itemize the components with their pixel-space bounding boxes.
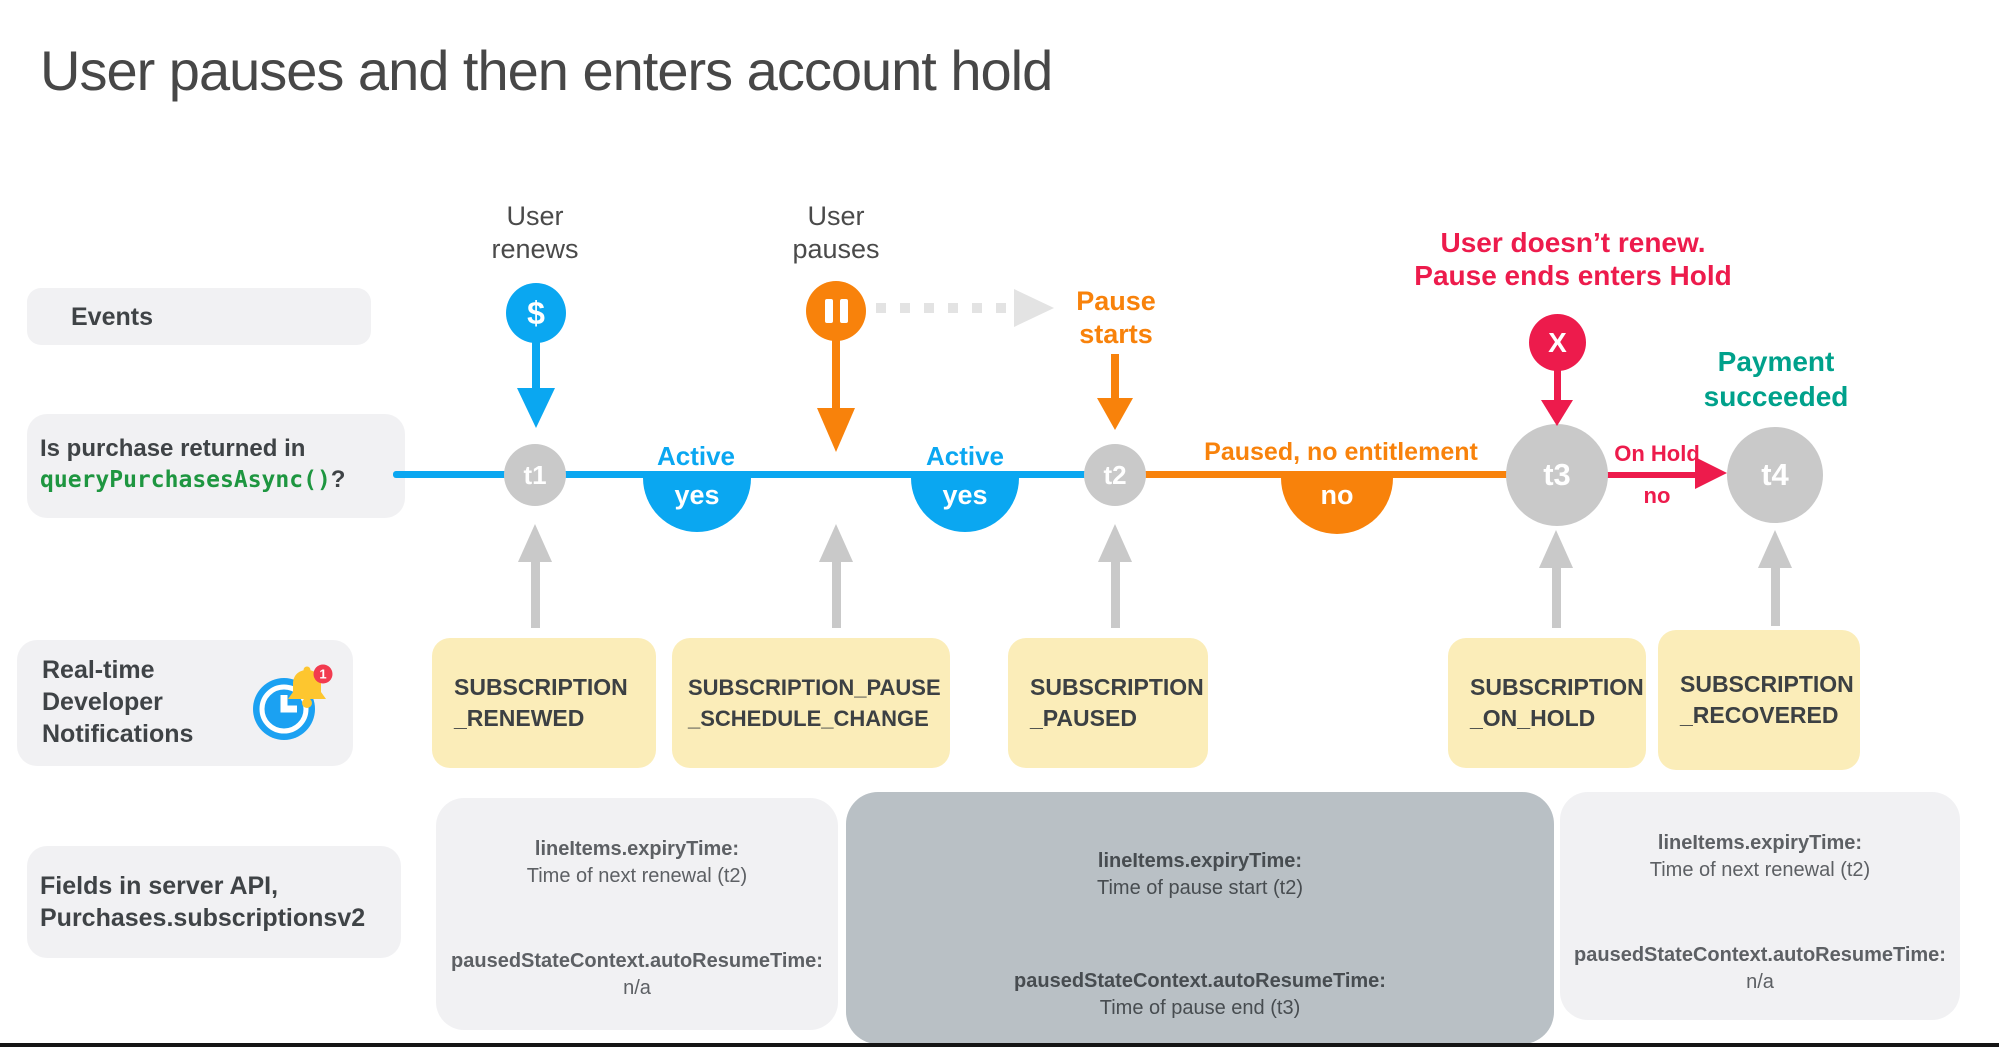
user-renews-caption: User renews: [491, 201, 579, 264]
rtdn-box-on-hold-label: SUBSCRIPTION _ON_HOLD: [1470, 674, 1644, 731]
pause-arrowhead-icon: [817, 408, 855, 452]
api-field-name: pausedStateContext.autoResumeTime:: [1014, 970, 1386, 992]
segment-state-active-2: Active: [925, 441, 1005, 471]
rtdn-box-pause-schedule-change: SUBSCRIPTION_PAUSE _SCHEDULE_CHANGE: [672, 638, 950, 768]
notification-badge: [313, 664, 333, 684]
timeline-node-t1: t1: [504, 444, 566, 506]
dollar-icon: $: [506, 283, 566, 343]
rtdn-arrowhead-2: [819, 524, 853, 562]
pause-starts-arrow-shaft: [1111, 354, 1119, 398]
api-field-name: pausedStateContext.autoResumeTime:: [1574, 944, 1946, 966]
pause-deferral-dotted-line: [876, 303, 1012, 313]
clock-hands: [280, 695, 297, 713]
api-field-name: pausedStateContext.autoResumeTime:: [451, 950, 823, 972]
events-row-label: Events: [27, 288, 371, 345]
api-field-value: Time of pause start (t2): [1097, 877, 1303, 899]
timeline-paused-segment: [1115, 471, 1558, 478]
timeline-node-t3-label: t3: [1543, 457, 1571, 492]
segment-returned-onhold-no: no: [1643, 483, 1671, 508]
no-renew-caption: User doesn’t renew. Pause ends enters Ho…: [1414, 227, 1732, 291]
x-glyph: X: [1548, 326, 1567, 358]
api-box-recovered: lineItems.expiryTime: Time of next renew…: [1560, 792, 1960, 1020]
api-field-name: lineItems.expiryTime:: [534, 838, 740, 860]
pause-icon: [806, 281, 866, 341]
x-cancel-icon: X: [1529, 314, 1586, 371]
segment-state-active-1: Active: [656, 441, 736, 471]
query-purchases-async-code: queryPurchasesAsync(): [40, 467, 331, 493]
fields-row-label-text: Fields in server API, Purchases.subscrip…: [40, 872, 366, 932]
api-field-value: n/a: [623, 977, 651, 999]
rtdn-arrowhead-3: [1098, 524, 1132, 562]
notification-badge-count: 1: [319, 667, 326, 682]
segment-returned-yes-2-text: yes: [942, 480, 988, 510]
rtdn-box-renewed-label: SUBSCRIPTION _RENEWED: [454, 674, 628, 731]
clock-ring: [259, 684, 309, 734]
api-box-paused: lineItems.expiryTime: Time of pause star…: [846, 792, 1554, 1044]
bell-clapper: [302, 698, 312, 708]
rtdn-box-recovered-label: SUBSCRIPTION _RECOVERED: [1680, 671, 1854, 728]
pause-starts-caption: Pause starts: [1076, 286, 1156, 349]
bottom-border-line: [0, 1043, 1999, 1047]
payment-succeeded-caption: Payment succeeded: [1703, 346, 1849, 412]
pause-deferral-arrowhead-icon: [1014, 289, 1054, 327]
rtdn-arrowhead-4: [1539, 530, 1573, 568]
purchase-question-suffix: ?: [330, 466, 346, 493]
segment-returned-yes-2: yes: [911, 478, 1019, 532]
api-field-value: Time of pause end (t3): [1099, 997, 1301, 1019]
segment-state-paused: Paused, no entitlement: [1204, 438, 1478, 466]
rtdn-box-renewed: SUBSCRIPTION _RENEWED: [432, 638, 656, 768]
timeline-node-t2-label: t2: [1103, 459, 1127, 490]
hold-arrowhead-icon: [1695, 457, 1727, 489]
timeline-node-t4: t4: [1727, 427, 1823, 523]
segment-state-onhold: On Hold: [1614, 441, 1700, 466]
pause-arrow-shaft: [832, 339, 840, 408]
rtdn-arrow-shaft-3: [1111, 560, 1120, 628]
events-row-label-text: Events: [71, 303, 153, 331]
no-renew-arrowhead-icon: [1541, 400, 1573, 426]
user-pauses-caption: User pauses: [792, 201, 880, 264]
rtdn-row-label: Real-time Developer Notifications 1: [17, 640, 353, 766]
rtdn-box-pause-schedule-change-label: SUBSCRIPTION_PAUSE _SCHEDULE_CHANGE: [688, 675, 941, 731]
fields-row-label: Fields in server API, Purchases.subscrip…: [27, 846, 401, 958]
api-field-value: Time of next renewal (t2): [526, 865, 748, 887]
segment-returned-no-text: no: [1320, 480, 1354, 510]
dollar-glyph: $: [527, 294, 545, 331]
timeline-active-segment: [393, 471, 1115, 478]
no-renew-arrow-shaft: [1554, 370, 1561, 400]
timeline-node-t2: t2: [1084, 444, 1146, 506]
rtdn-arrow-shaft-2: [832, 560, 841, 628]
rtdn-box-paused-label: SUBSCRIPTION _PAUSED: [1030, 674, 1204, 731]
timeline-node-t1-label: t1: [523, 459, 547, 490]
rtdn-box-paused: SUBSCRIPTION _PAUSED: [1008, 638, 1208, 768]
api-field-name: lineItems.expiryTime:: [1097, 850, 1303, 872]
purchase-question-label: Is purchase returned in queryPurchasesAs…: [27, 414, 405, 518]
pause-starts-arrowhead-icon: [1097, 398, 1133, 430]
rtdn-arrow-shaft-4: [1552, 566, 1561, 628]
clock-bell-notification-icon: 1: [253, 664, 333, 740]
api-field-name: lineItems.expiryTime:: [1657, 832, 1863, 854]
renew-arrowhead-icon: [517, 388, 555, 428]
rtdn-box-recovered: SUBSCRIPTION _RECOVERED: [1658, 630, 1860, 770]
rtdn-row-label-text: Real-time Developer Notifications: [42, 656, 194, 748]
timeline-hold-segment: [1558, 472, 1703, 478]
api-field-value: Time of next renewal (t2): [1649, 859, 1871, 881]
purchase-question-line2: queryPurchasesAsync()?: [40, 466, 345, 494]
segment-returned-no: no: [1281, 478, 1393, 534]
api-box-renewed: lineItems.expiryTime: Time of next renew…: [436, 798, 838, 1030]
segment-returned-yes-1: yes: [643, 478, 751, 532]
page-title: User pauses and then enters account hold: [40, 39, 1053, 102]
rtdn-arrowhead-1: [518, 524, 552, 562]
timeline-node-t3: t3: [1506, 424, 1608, 526]
renew-arrow-shaft: [532, 341, 540, 390]
rtdn-arrow-shaft-1: [531, 560, 540, 628]
api-field-value: n/a: [1746, 971, 1774, 993]
pause-bar-right: [839, 299, 848, 323]
rtdn-box-on-hold: SUBSCRIPTION _ON_HOLD: [1448, 638, 1646, 768]
rtdn-arrowhead-5: [1758, 530, 1792, 568]
segment-returned-yes-1-text: yes: [674, 480, 720, 510]
purchase-question-line1: Is purchase returned in: [40, 435, 306, 462]
rtdn-arrow-shaft-5: [1771, 566, 1780, 626]
pause-bar-left: [824, 299, 833, 323]
timeline-node-t4-label: t4: [1761, 457, 1789, 492]
